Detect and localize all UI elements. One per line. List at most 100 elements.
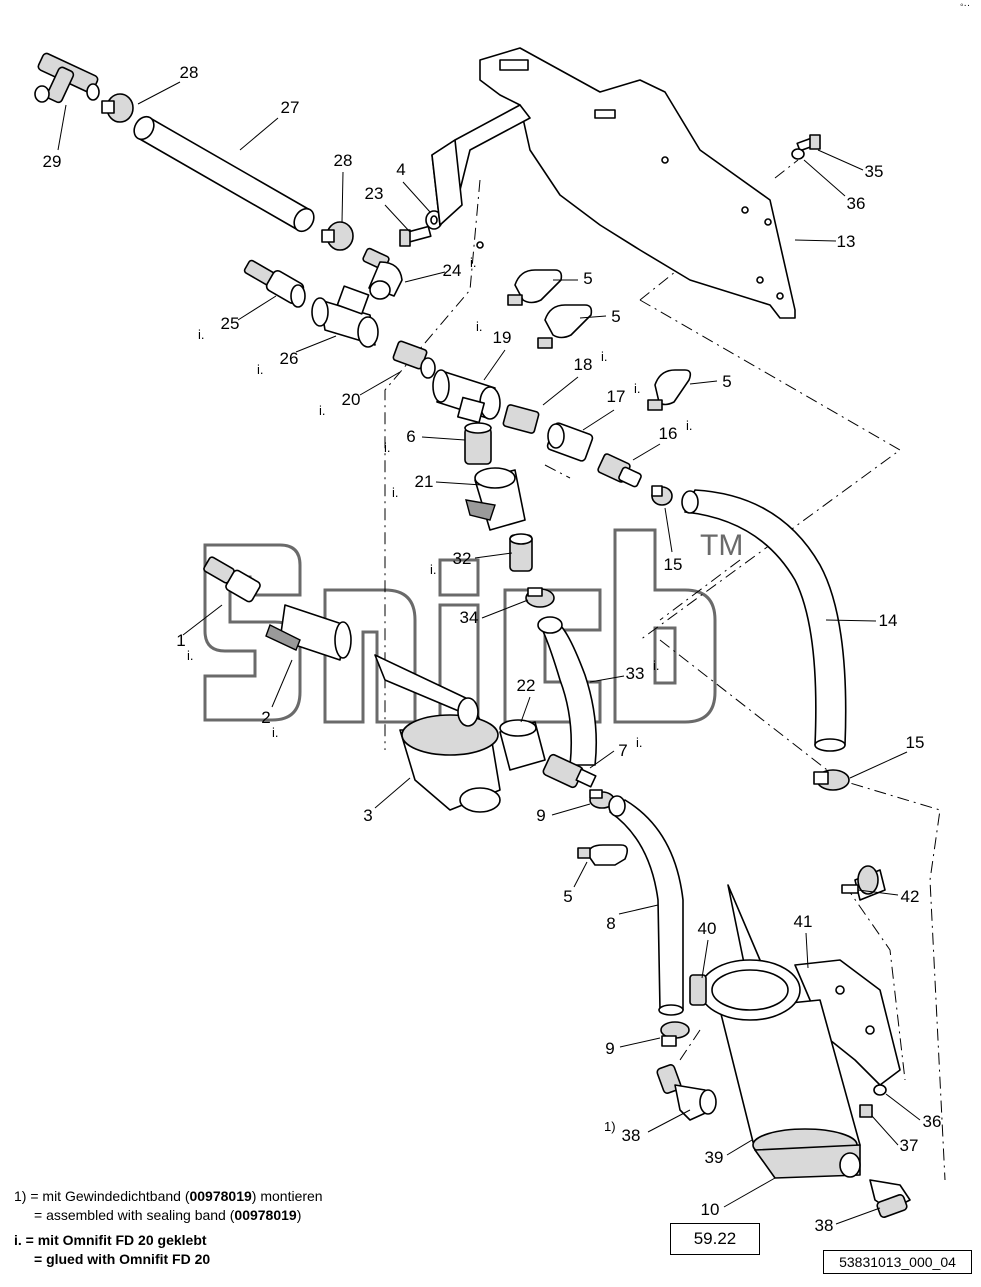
legend-sealing-band-en: = assembled with sealing band (00978019) (34, 1207, 302, 1223)
nipple-6 (464, 422, 492, 465)
callout-number: 32 (453, 549, 472, 568)
callout-number: 36 (923, 1112, 942, 1131)
nipple-32 (509, 533, 533, 572)
callout-c28b: 28 (334, 151, 353, 170)
callout-c35: 35 (865, 162, 884, 181)
callout-c28a: 28 (180, 63, 199, 82)
callout-c2: 2i. (261, 708, 278, 740)
callout-c5a: 5 (583, 269, 592, 288)
callout-c13: 13 (837, 232, 856, 251)
glued-mark: i. (319, 403, 326, 418)
callout-c14: 14 (879, 611, 898, 630)
callout-c39: 39 (705, 1148, 724, 1167)
callout-c21: 21 i. (392, 472, 433, 500)
footnote-mark: 1) (604, 1119, 616, 1134)
tee-fitting-19 (432, 369, 501, 424)
callout-number: 3 (363, 806, 372, 825)
tee-fitting-29 (34, 52, 100, 104)
filter-3 (374, 654, 501, 813)
callout-number: 34 (460, 608, 479, 627)
callout-c40: 40 (698, 919, 717, 938)
callout-c38b: 38 (815, 1216, 834, 1235)
hose-clamp-15 (651, 485, 850, 791)
callout-number: 40 (698, 919, 717, 938)
glued-mark: i. (636, 735, 643, 750)
sleeve-22 (499, 719, 546, 771)
callout-number: 36 (847, 194, 866, 213)
callout-c8: 8 (606, 914, 615, 933)
callout-c42: 42 (901, 887, 920, 906)
nipple-18 (502, 404, 540, 434)
glued-mark: i. (384, 440, 391, 455)
callout-c15b: 15 (906, 733, 925, 752)
glued-mark: i. (187, 648, 194, 663)
callout-c15a: 15 (664, 555, 683, 574)
glued-mark: i. (476, 319, 483, 334)
glued-mark: i. (430, 562, 437, 577)
callout-number: 5 (583, 269, 592, 288)
trademark-text: TM (700, 529, 743, 562)
callout-number: 21 (415, 472, 434, 491)
callout-number: 4 (396, 160, 405, 179)
callout-number: 15 (664, 555, 683, 574)
hose-8 (608, 795, 684, 1016)
barb-fitting-1 (203, 556, 261, 603)
callout-number: 14 (879, 611, 898, 630)
bumper-42 (841, 865, 886, 901)
drawing-number: 53831013_000_04 (823, 1250, 972, 1274)
hose-14 (681, 489, 847, 752)
washer-36-lower (873, 1084, 887, 1096)
watermark-logo: TM (203, 528, 743, 724)
glued-mark: i. (392, 485, 399, 500)
callout-number: 27 (281, 98, 300, 117)
barb-fitting-16 (597, 453, 642, 488)
callout-number: 2 (261, 708, 270, 727)
elbow-fitting-24 (362, 247, 403, 300)
callout-number: 28 (334, 151, 353, 170)
callout-number: 16 (659, 424, 678, 443)
callout-number: 33 (626, 664, 645, 683)
hose-clamp-28 (101, 93, 354, 251)
legend-sealing-band-de: 1) = mit Gewindedichtband (00978019) mon… (14, 1188, 323, 1204)
screw-35 (796, 134, 821, 152)
callout-number: 19 (493, 328, 512, 347)
callout-number: 23 (365, 184, 384, 203)
callout-c20: 20 i. (319, 390, 360, 418)
callout-number: 24 (443, 261, 462, 280)
callout-c32: 32 i. (430, 549, 471, 577)
callout-number: 41 (794, 912, 813, 931)
callout-c27: 27 (281, 98, 300, 117)
callout-number: 22 (517, 676, 536, 695)
clamp-5 (507, 269, 692, 866)
glued-mark: i. (470, 255, 477, 270)
callout-c19: 19 i. (476, 319, 511, 347)
glued-mark: i. (198, 327, 205, 342)
callout-c24: 24 i. (443, 255, 477, 280)
bracket-13 (431, 47, 796, 319)
callout-number: 8 (606, 914, 615, 933)
housing-10 (754, 1144, 861, 1179)
callout-number: 26 (280, 349, 299, 368)
callout-c5c: 5 (722, 372, 731, 391)
callout-number: 37 (900, 1136, 919, 1155)
callout-c23: 23 (365, 184, 384, 203)
callout-c5b: 5 (611, 307, 620, 326)
callout-number: 20 (342, 390, 361, 409)
callout-c25: 25i. (198, 314, 239, 342)
callout-number: 38 (622, 1126, 641, 1145)
leader-lines (57, 81, 921, 1225)
callout-c3: 3 (363, 806, 372, 825)
ball-valve-2 (265, 604, 352, 661)
callout-number: 5 (722, 372, 731, 391)
callout-number: 13 (837, 232, 856, 251)
callout-number: 39 (705, 1148, 724, 1167)
hose-clamp-34 (525, 587, 555, 608)
corner-mark: ◦·· (960, 0, 971, 11)
clamp-band-40 (689, 974, 707, 1006)
callout-c37: 37 (900, 1136, 919, 1155)
